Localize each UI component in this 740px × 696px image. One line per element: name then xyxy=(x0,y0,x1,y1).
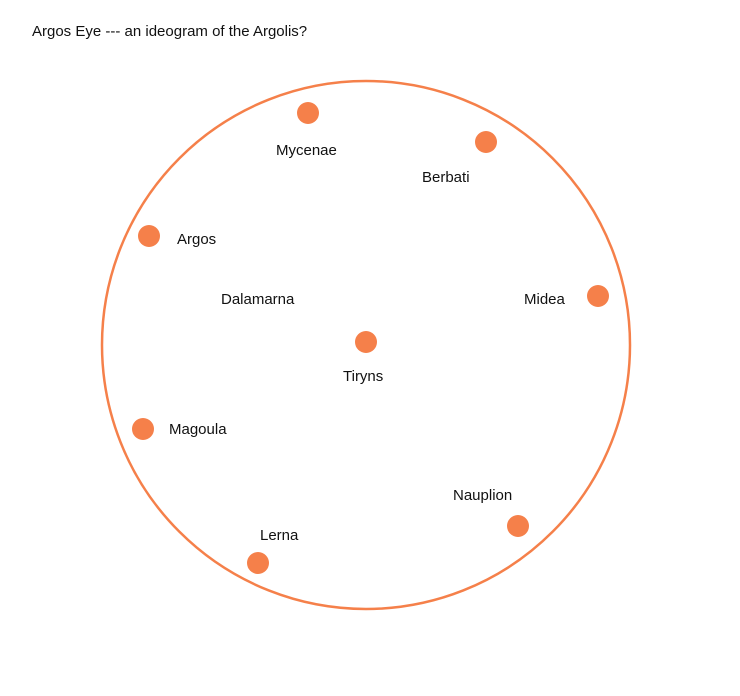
site-marker-mycenae xyxy=(297,102,319,124)
site-marker-berbati xyxy=(475,131,497,153)
site-label-tiryns: Tiryns xyxy=(343,368,383,385)
site-label-lerna: Lerna xyxy=(260,527,299,544)
site-label-magoula: Magoula xyxy=(169,421,227,438)
site-marker-nauplion xyxy=(507,515,529,537)
site-label-mycenae: Mycenae xyxy=(276,142,337,159)
site-marker-argos xyxy=(138,225,160,247)
site-label-argos: Argos xyxy=(177,231,216,248)
page-title: Argos Eye --- an ideogram of the Argolis… xyxy=(32,23,307,40)
site-label-berbati: Berbati xyxy=(422,169,470,186)
site-marker-magoula xyxy=(132,418,154,440)
site-marker-tiryns xyxy=(355,331,377,353)
site-label-dalamarna: Dalamarna xyxy=(221,291,295,308)
outer-circle xyxy=(100,79,632,611)
site-label-nauplion: Nauplion xyxy=(453,487,512,504)
site-label-midea: Midea xyxy=(524,291,566,308)
site-marker-lerna xyxy=(247,552,269,574)
site-marker-midea xyxy=(587,285,609,307)
